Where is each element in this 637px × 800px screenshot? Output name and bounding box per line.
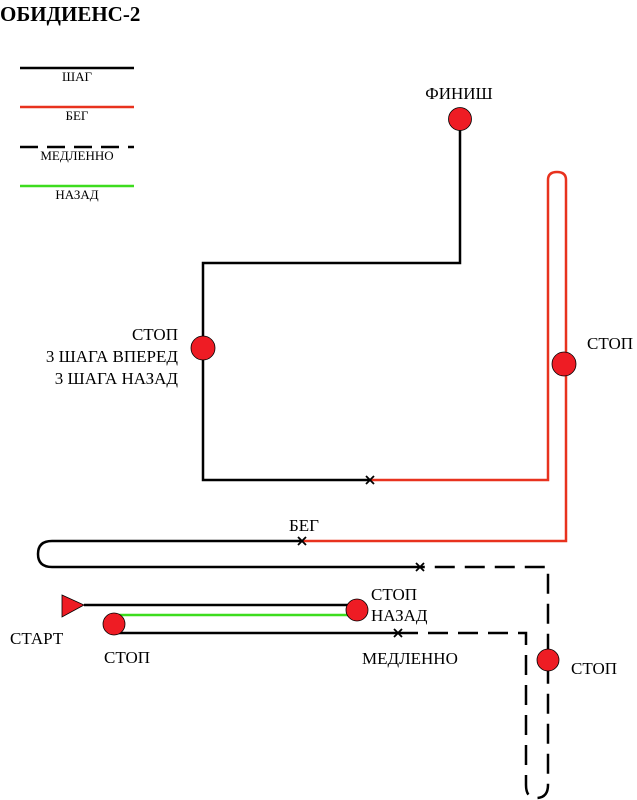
route	[36, 120, 568, 800]
label-stop-right-bottom: СТОП	[571, 659, 617, 678]
legend-slow-label: МЕДЛЕННО	[40, 148, 113, 163]
stations	[102, 107, 577, 672]
label-start: СТАРТ	[10, 629, 64, 648]
legend: ШАГ БЕГ МЕДЛЕННО НАЗАД	[20, 66, 134, 202]
label-stop-back-2: НАЗАД	[371, 606, 428, 625]
marker-slow-to-walk	[415, 562, 425, 572]
marker-walk-to-run-2	[297, 536, 307, 546]
station-stop-bottom	[102, 612, 126, 636]
legend-walk-label: ШАГ	[62, 69, 93, 84]
station-finish	[448, 107, 472, 131]
marker-walk-to-run	[365, 475, 375, 485]
start-triangle-icon	[61, 594, 85, 618]
label-stop-bottom: СТОП	[104, 648, 150, 667]
station-stop-3-steps	[190, 335, 216, 361]
label-3-steps-back: 3 ШАГА НАЗАД	[55, 369, 179, 388]
label-finish: ФИНИШ	[425, 84, 492, 103]
label-run: БЕГ	[289, 516, 319, 535]
station-stop-right-top	[551, 351, 577, 377]
label-stop-right-top: СТОП	[587, 334, 633, 353]
route-slow-loop	[398, 565, 550, 800]
marker-walk-to-slow	[393, 628, 403, 638]
station-stop-right-bottom	[536, 648, 560, 672]
route-run-section	[302, 170, 568, 543]
station-stop-back	[345, 598, 369, 622]
label-3-steps-forward: 3 ШАГА ВПЕРЕД	[46, 347, 179, 366]
course-title: ОБИДИЕНС-2	[0, 2, 140, 26]
legend-back-label: НАЗАД	[55, 187, 98, 202]
label-slow: МЕДЛЕННО	[362, 649, 458, 668]
label-stop-back-1: СТОП	[371, 585, 417, 604]
label-stop-left: СТОП	[132, 325, 178, 344]
route-walk-finish	[201, 120, 462, 482]
change-markers	[297, 475, 425, 638]
route-walk-uturn	[36, 539, 420, 569]
legend-run-label: БЕГ	[66, 108, 89, 123]
